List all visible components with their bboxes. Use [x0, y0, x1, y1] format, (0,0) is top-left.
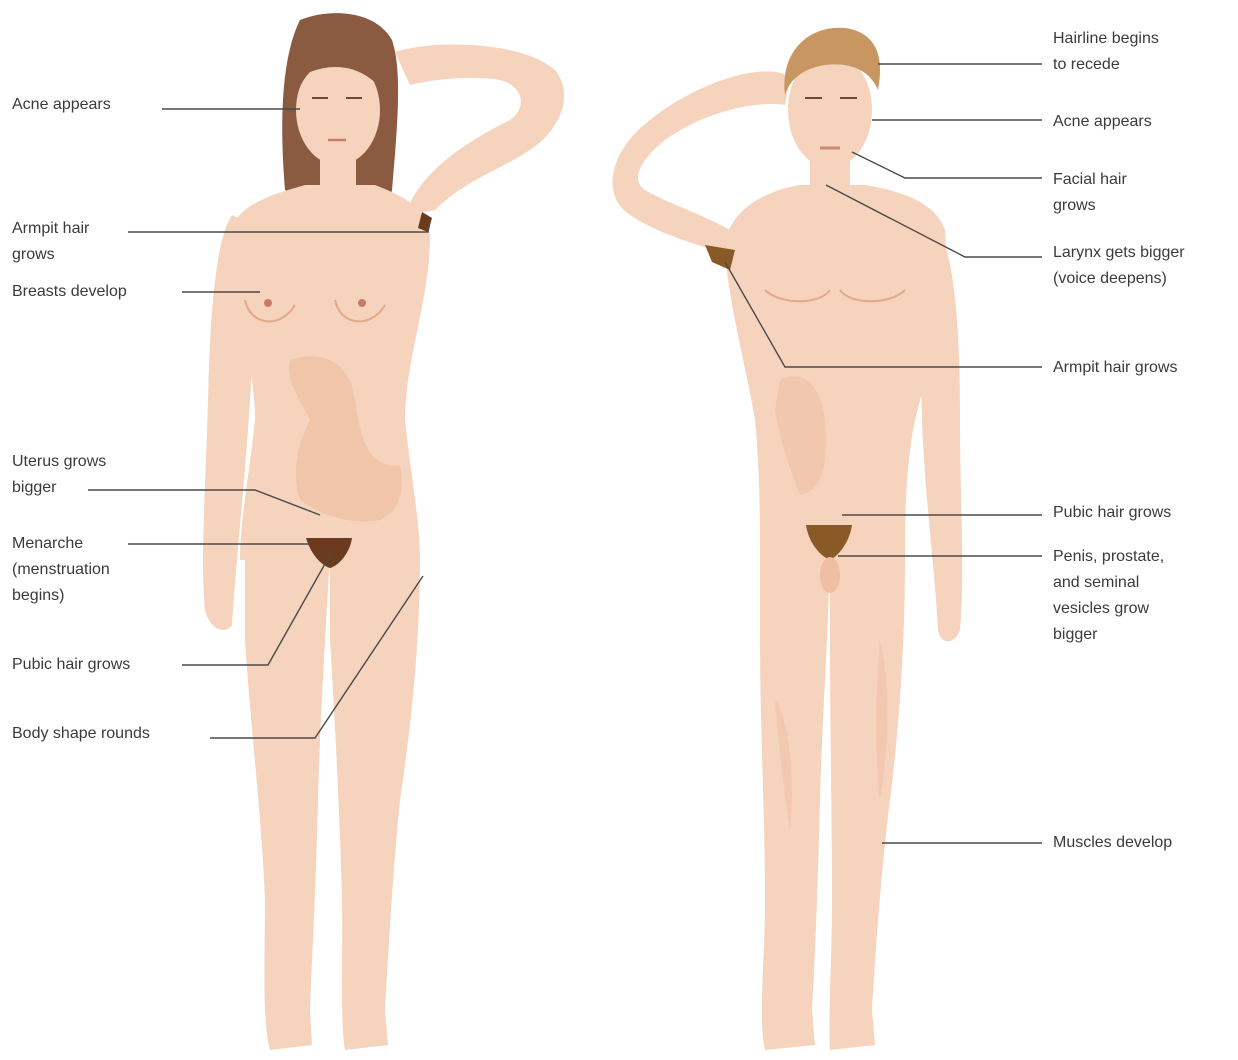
label-male-pubic-hair: Pubic hair grows	[1053, 500, 1171, 526]
male-left-leg	[760, 555, 830, 1050]
male-torso	[725, 185, 946, 560]
female-nipple-left	[264, 299, 272, 307]
label-male-muscles: Muscles develop	[1053, 830, 1172, 856]
female-right-leg	[330, 555, 420, 1050]
male-neck	[810, 160, 850, 190]
line-male-facial-hair	[852, 152, 1042, 178]
label-male-facial-hair: Facial hair grows	[1053, 167, 1127, 219]
label-male-penis-prostate: Penis, prostate, and seminal vesicles gr…	[1053, 544, 1164, 648]
label-female-acne: Acne appears	[12, 92, 111, 118]
female-nipple-right	[358, 299, 366, 307]
male-right-leg	[829, 555, 905, 1050]
label-female-breasts: Breasts develop	[12, 279, 127, 305]
female-neck	[320, 155, 356, 190]
male-hanging-arm	[915, 215, 962, 641]
label-female-armpit-hair: Armpit hair grows	[12, 216, 89, 268]
label-male-acne: Acne appears	[1053, 109, 1152, 135]
label-male-larynx: Larynx gets bigger (voice deepens)	[1053, 240, 1185, 292]
label-female-uterus: Uterus grows bigger	[12, 449, 106, 501]
female-raised-arm	[395, 45, 564, 215]
label-female-pubic-hair: Pubic hair grows	[12, 652, 130, 678]
male-figure	[613, 28, 963, 1050]
female-figure	[203, 13, 564, 1050]
label-male-armpit-hair: Armpit hair grows	[1053, 355, 1177, 381]
male-genitals	[820, 557, 840, 593]
label-female-body-shape: Body shape rounds	[12, 721, 150, 747]
label-male-hairline: Hairline begins to recede	[1053, 26, 1159, 78]
label-female-menarche: Menarche (menstruation begins)	[12, 531, 110, 609]
